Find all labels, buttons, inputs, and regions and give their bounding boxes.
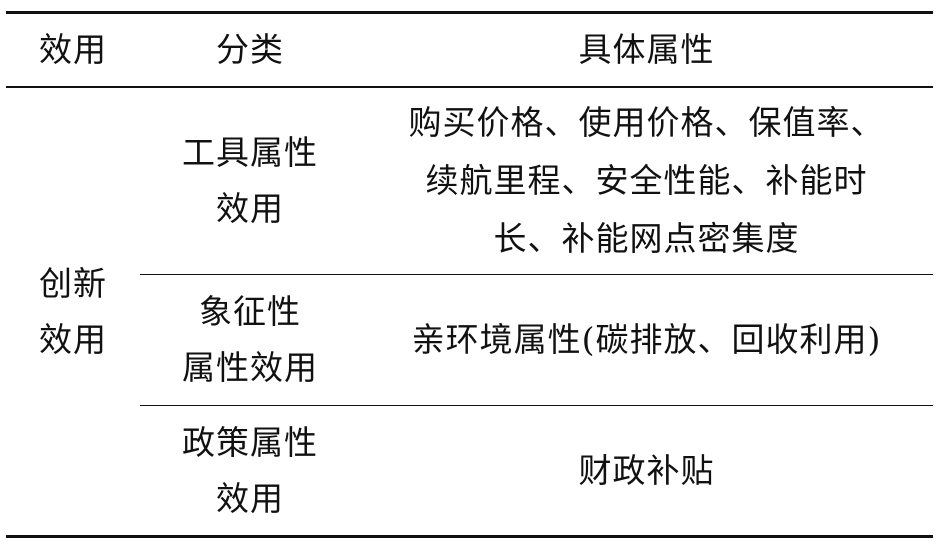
- row-divider-1: [140, 274, 933, 275]
- attributes-tool: 购买价格、使用价格、保值率、 续航里程、安全性能、补能时 长、补能网点密集度: [408, 103, 885, 258]
- header-attributes: 具体属性: [578, 30, 715, 69]
- table-bottom-rule: [6, 535, 933, 538]
- group-label-innovation-effect: 创新 效用: [39, 263, 107, 359]
- table-header-rule: [6, 86, 933, 88]
- header-category: 分类: [216, 30, 284, 69]
- table-top-rule: [6, 11, 933, 14]
- attributes-symbolic: 亲环境属性(碳排放、回收利用): [411, 320, 882, 359]
- row-divider-2: [140, 405, 933, 406]
- category-symbolic-attribute-effect: 象征性 属性效用: [182, 292, 318, 387]
- category-policy-attribute-effect: 政策属性 效用: [182, 422, 318, 518]
- attribute-table: 效用 分类 具体属性 创新 效用 工具属性 效用 购买价格、使用价格、保值率、 …: [6, 11, 933, 538]
- header-effect: 效用: [39, 30, 107, 69]
- attributes-policy: 财政补贴: [578, 450, 715, 490]
- category-tool-attribute-effect: 工具属性 效用: [182, 133, 318, 228]
